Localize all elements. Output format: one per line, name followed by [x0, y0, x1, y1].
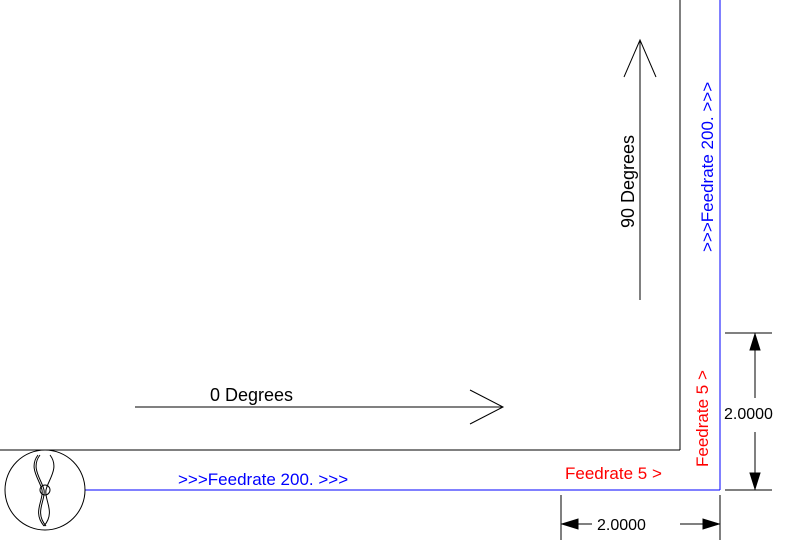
end-mill-tool-icon: [4, 449, 86, 531]
feedrate-corner-vertical-label: Feedrate 5 >: [693, 370, 712, 467]
feedrate-bottom-label: >>>Feedrate 200. >>>: [178, 470, 348, 489]
vertical-dimension: [725, 332, 772, 491]
ninety-degree-arrow: [623, 38, 657, 300]
zero-degrees-label: 0 Degrees: [210, 385, 293, 405]
zero-degree-arrow: [135, 389, 505, 425]
horizontal-dimension-label: 2.0000: [597, 517, 646, 534]
feedrate-corner-horizontal-label: Feedrate 5 >: [565, 464, 662, 483]
vertical-dimension-label: 2.0000: [724, 406, 773, 423]
part-outline: [0, 0, 681, 451]
ninety-degrees-label: 90 Degrees: [618, 135, 638, 228]
toolpath: [85, 0, 721, 491]
feedrate-right-label: >>>Feedrate 200. >>>: [698, 82, 717, 252]
horizontal-dimension: [560, 495, 721, 540]
